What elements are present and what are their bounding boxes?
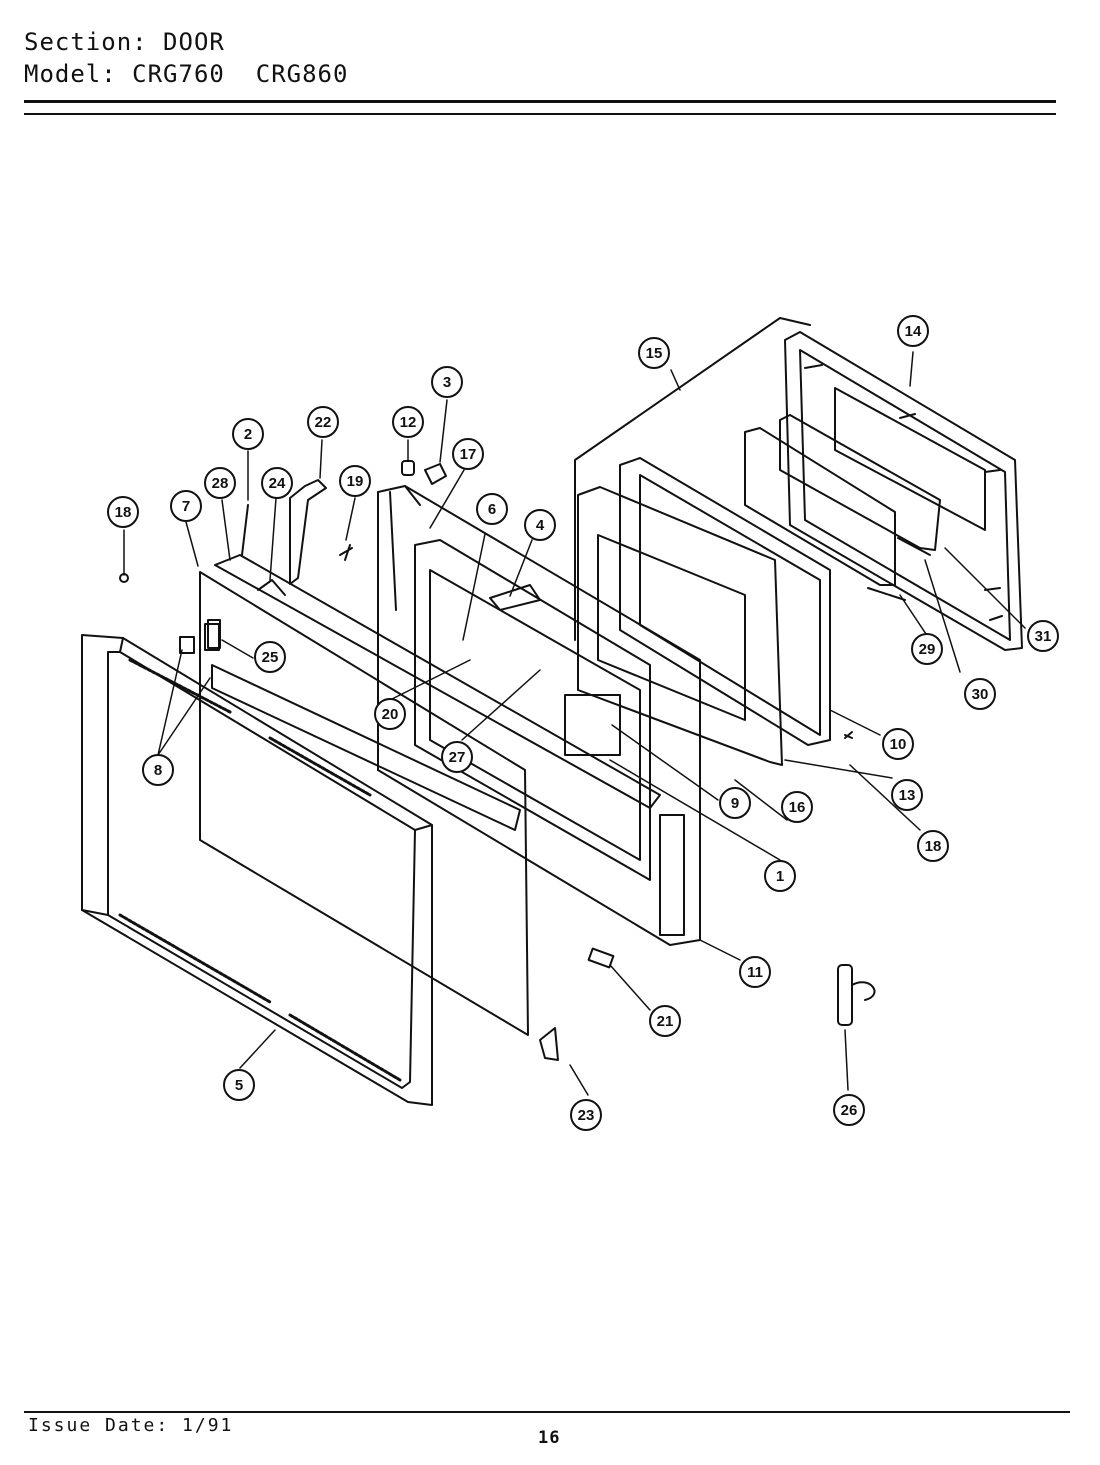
svg-text:4: 4: [536, 517, 545, 534]
svg-text:21: 21: [657, 1013, 674, 1030]
callout-21: 21: [649, 1005, 681, 1037]
callout-17: 17: [452, 438, 484, 470]
svg-text:18: 18: [925, 838, 942, 855]
svg-text:26: 26: [841, 1102, 858, 1119]
svg-text:23: 23: [578, 1107, 595, 1124]
callout-4: 4: [524, 509, 556, 541]
callout-29: 29: [911, 633, 943, 665]
screw-part: [339, 544, 353, 561]
glass-panel-part: [179, 571, 529, 1036]
svg-text:24: 24: [269, 475, 286, 492]
bracket-part: [289, 479, 327, 585]
svg-text:17: 17: [460, 446, 477, 463]
callout-19: 19: [339, 465, 371, 497]
svg-text:6: 6: [488, 501, 496, 518]
model-label: Model:: [24, 60, 117, 88]
svg-text:20: 20: [382, 706, 399, 723]
callout-18-right: 18: [917, 830, 949, 862]
svg-text:12: 12: [400, 414, 417, 431]
callout-25: 25: [254, 641, 286, 673]
svg-text:29: 29: [919, 641, 936, 658]
callout-30: 30: [964, 678, 996, 710]
callout-3: 3: [431, 366, 463, 398]
callout-22: 22: [307, 406, 339, 438]
callout-18-left: 18: [107, 496, 139, 528]
section-label: Section:: [24, 28, 148, 56]
model-values: CRG760 CRG860: [132, 60, 349, 88]
svg-text:22: 22: [315, 414, 332, 431]
callout-28: 28: [204, 467, 236, 499]
leader-lines: [123, 351, 1026, 1096]
svg-text:8: 8: [154, 762, 162, 779]
glass-sheet-part: [744, 414, 941, 601]
door-liner-part: [377, 485, 701, 946]
callout-11: 11: [739, 956, 771, 988]
callout-12: 12: [392, 406, 424, 438]
svg-text:31: 31: [1035, 628, 1052, 645]
page-number: 16: [538, 1428, 561, 1448]
callout-14: 14: [897, 315, 929, 347]
plug-part: [401, 460, 447, 485]
callout-16: 16: [781, 791, 813, 823]
svg-text:16: 16: [789, 799, 806, 816]
callout-10: 10: [882, 728, 914, 760]
callout-7: 7: [170, 490, 202, 522]
back-panel-part: [784, 331, 1023, 651]
svg-text:5: 5: [235, 1077, 243, 1094]
callout-13: 13: [891, 779, 923, 811]
inner-panel-part: [214, 504, 661, 809]
svg-text:13: 13: [899, 787, 916, 804]
svg-text:1: 1: [776, 868, 784, 885]
svg-text:28: 28: [212, 475, 229, 492]
callout-31: 31: [1027, 620, 1059, 652]
svg-text:3: 3: [443, 374, 451, 391]
front-frame-part: [81, 634, 433, 1106]
svg-text:11: 11: [747, 964, 763, 981]
glass-assembly-bracket: [574, 317, 811, 641]
switch-part: [204, 623, 220, 651]
svg-text:27: 27: [449, 749, 466, 766]
callout-5: 5: [223, 1069, 255, 1101]
angle-bracket-part: [539, 1027, 559, 1061]
header-rule-bottom: [24, 113, 1056, 115]
callout-6: 6: [476, 493, 508, 525]
model-heading: Model: CRG760 CRG860: [24, 60, 348, 88]
svg-text:7: 7: [182, 498, 190, 515]
callout-1: 1: [764, 860, 796, 892]
callout-20: 20: [374, 698, 406, 730]
hinge-part: [837, 964, 876, 1026]
callout-27: 27: [441, 741, 473, 773]
footer-rule: [24, 1411, 1070, 1413]
issue-date: Issue Date: 1/91: [28, 1415, 234, 1436]
callout-2: 2: [232, 418, 264, 450]
glass-box-part: [619, 457, 831, 746]
callout-23: 23: [570, 1099, 602, 1131]
callout-24: 24: [261, 467, 293, 499]
callout-26: 26: [833, 1094, 865, 1126]
section-value: DOOR: [163, 28, 225, 56]
svg-text:19: 19: [347, 473, 364, 490]
clip-part: [587, 947, 615, 969]
callout-8: 8: [142, 754, 174, 786]
callout-15: 15: [638, 337, 670, 369]
svg-text:9: 9: [731, 795, 739, 812]
svg-text:30: 30: [972, 686, 989, 703]
inner-door-part: [577, 486, 783, 766]
header-rule-top: [24, 100, 1056, 103]
svg-text:10: 10: [890, 736, 907, 753]
svg-text:14: 14: [905, 323, 922, 340]
svg-text:2: 2: [244, 426, 252, 443]
section-heading: Section: DOOR: [24, 28, 225, 56]
svg-text:25: 25: [262, 649, 279, 666]
svg-text:18: 18: [115, 504, 132, 521]
svg-text:15: 15: [646, 345, 663, 362]
callouts: 1 2 3 4 5 6 7 8 9 10 11 12 13 14 15 16 1…: [107, 315, 1059, 1131]
callout-9: 9: [719, 787, 751, 819]
